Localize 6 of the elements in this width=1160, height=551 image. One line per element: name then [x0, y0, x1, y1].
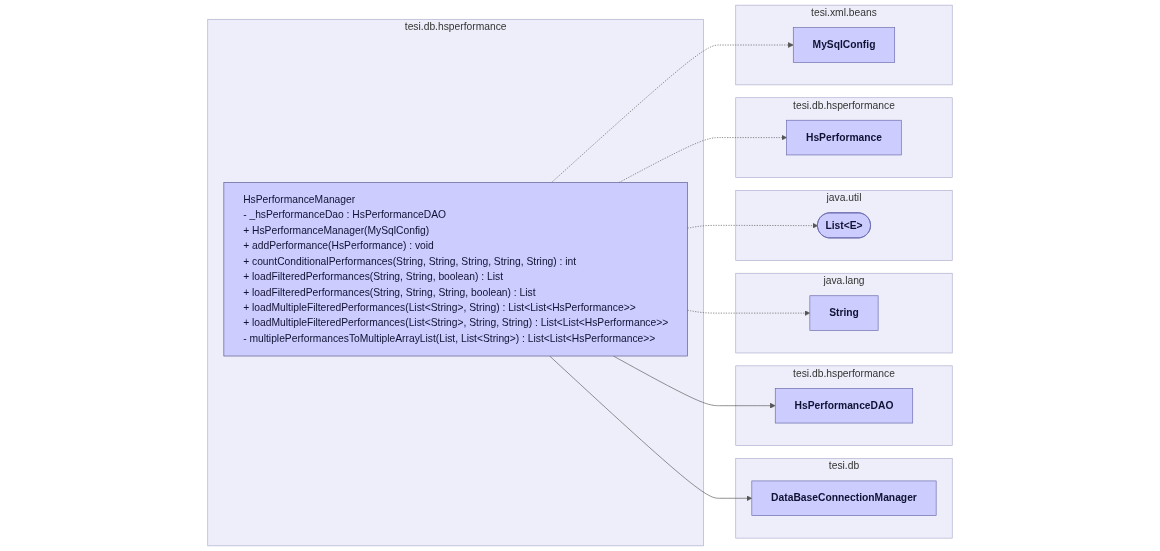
- node-box: String: [809, 295, 879, 331]
- node-box: DataBaseConnectionManager: [751, 480, 937, 516]
- node-box: HsPerformanceManager - _hsPerformanceDao : HsPerformanceDAO + HsPerformanceManager(MySqlConfig) + addPerformance(HsPerformance) : void + countConditionalPerformances(String, String, String, String, String) : int + loadFilteredPerformances(String, String, boolean) : List + loadFilteredPerformances(String, String, String, boolean) : List + loadMultipleFilteredPerformances(List<String>, String) : List<List<HsPerformance>> + loadMultipleFilteredPerformances(List<String>, String, String) : List<List<HsPerformance>> - multiplePerformancesToMultipleArrayList(List, List<String>) : List<List<HsPerformance>>: [223, 182, 688, 357]
- node-box: MySqlConfig: [792, 27, 896, 63]
- node-box: HsPerformanceDAO: [774, 388, 914, 424]
- node-box: HsPerformance: [786, 119, 902, 156]
